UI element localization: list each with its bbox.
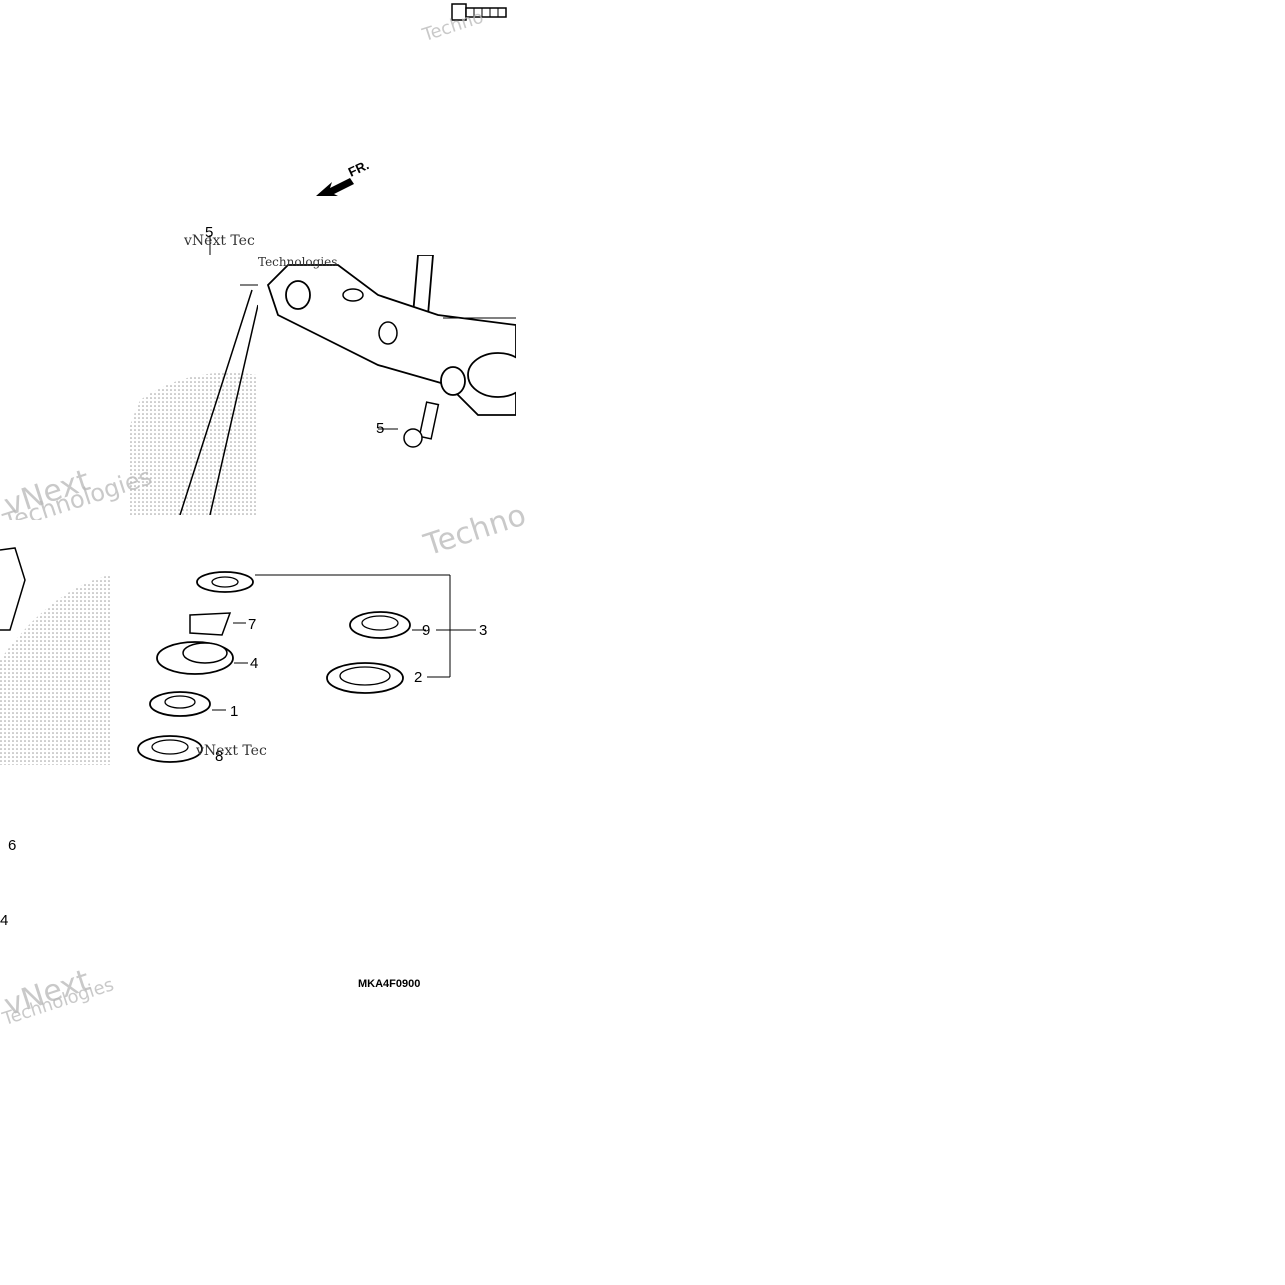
tile-top-bridge: 5 Technologies	[258, 255, 516, 513]
tile-steering-stem: 5 vNext Tec	[130, 225, 258, 515]
top-bridge-drawing	[266, 255, 516, 448]
steering-stem-drawing	[130, 235, 258, 515]
tile-bearings: 7 4 1 8 9 3 2 vNext Tec	[130, 565, 502, 765]
callout-4: 4	[250, 655, 259, 672]
overlay-watermark-3: vNext Tec	[196, 743, 267, 759]
callout-2: 2	[414, 669, 423, 686]
diagram-code: MKA4F0900	[358, 978, 421, 990]
bearings-drawing	[137, 571, 476, 763]
callout-6: 6	[8, 837, 17, 854]
tile-left-stem	[0, 520, 110, 765]
tile-fr-arrow: FR.	[310, 158, 385, 203]
tile-top-bolt: Techno	[412, 0, 517, 40]
fr-arrow-icon	[316, 178, 354, 196]
overlay-watermark-1: vNext Tec	[184, 233, 255, 249]
callout-7: 7	[248, 616, 257, 633]
top-bolt-drawing	[451, 3, 507, 21]
callout-1: 1	[230, 703, 239, 720]
callout-5-top: 5	[205, 225, 214, 241]
callout-4-lower: 4	[0, 912, 9, 929]
callout-3: 3	[479, 622, 488, 639]
left-stem-drawing	[0, 547, 110, 765]
callout-5: 5	[376, 420, 385, 437]
callout-8: 8	[215, 748, 224, 765]
overlay-watermark-2: Technologies	[258, 255, 338, 269]
callout-9: 9	[422, 622, 431, 639]
